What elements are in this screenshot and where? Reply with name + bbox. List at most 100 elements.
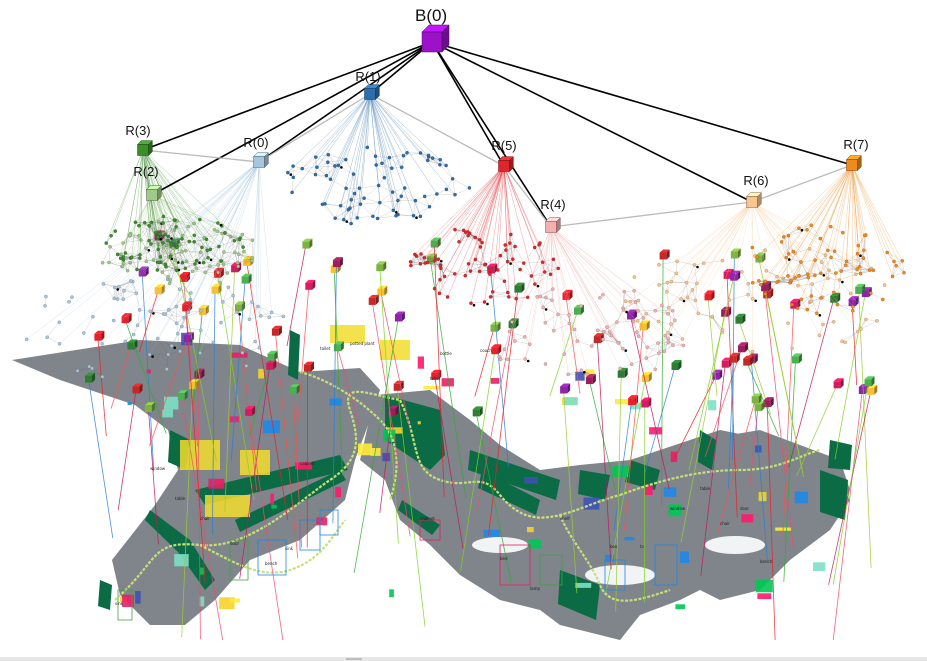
place-edge	[175, 226, 183, 239]
place-edge	[698, 313, 713, 317]
place-edge	[316, 165, 335, 168]
place-node	[632, 289, 636, 293]
agent-node	[536, 284, 540, 288]
place-edge	[343, 217, 358, 220]
place-node	[241, 245, 245, 249]
place-edge	[845, 265, 861, 274]
place-node	[194, 258, 199, 263]
place-node	[609, 333, 614, 338]
place-edge	[359, 185, 379, 189]
object-top	[121, 313, 132, 317]
place-edge	[227, 262, 238, 274]
object-side	[395, 405, 399, 416]
place-node	[433, 258, 437, 263]
place-edge	[505, 244, 508, 262]
room-node	[845, 155, 862, 172]
place-edge	[302, 167, 317, 169]
place-edge	[484, 264, 491, 275]
object-side	[648, 372, 652, 383]
object-front	[864, 379, 872, 387]
floor-object-block	[624, 537, 635, 541]
room-place-edge	[369, 93, 421, 217]
room-place-edge	[151, 194, 245, 252]
place-edge	[209, 265, 228, 274]
place-edge	[839, 274, 856, 281]
place-node	[444, 163, 448, 168]
place-edge	[428, 156, 440, 165]
room-node-front	[498, 160, 510, 172]
place-edge	[647, 347, 665, 352]
room-place-edge	[851, 164, 867, 236]
place-edge	[787, 261, 801, 276]
room-place-edge	[550, 226, 624, 349]
place-edge	[811, 295, 817, 314]
object-label: shelf	[560, 516, 570, 521]
place-node	[786, 274, 790, 278]
place-edge	[220, 252, 235, 262]
place-edge	[234, 238, 240, 253]
place-edge	[692, 289, 696, 301]
object-front	[867, 387, 875, 395]
room-place-edge	[481, 165, 505, 243]
room-place-edge	[524, 226, 552, 337]
place-node	[656, 319, 661, 324]
place-edge	[465, 259, 476, 276]
object-top	[305, 279, 316, 283]
place-edge	[655, 310, 668, 314]
object-label: door	[740, 506, 749, 511]
place-node	[840, 339, 844, 344]
object-link	[380, 292, 411, 431]
place-edge	[182, 260, 197, 263]
place-edge	[176, 289, 180, 307]
object-link	[275, 332, 299, 559]
place-edge	[591, 330, 598, 347]
place-edge	[657, 342, 674, 346]
object-node	[376, 261, 387, 272]
room-place-edge	[463, 165, 505, 231]
place-node	[167, 307, 171, 312]
place-edge	[427, 262, 441, 266]
place-node	[498, 253, 503, 258]
place-edge	[577, 340, 592, 347]
place-edge	[887, 252, 897, 266]
resize-handle[interactable]	[346, 658, 362, 660]
room-place-edge	[369, 93, 438, 195]
object-side	[205, 305, 209, 316]
place-edge	[523, 263, 532, 277]
place-node	[244, 364, 249, 368]
place-node	[351, 172, 356, 176]
object-side	[92, 372, 96, 383]
place-edge	[695, 283, 698, 301]
place-node	[176, 331, 180, 336]
room-place-edge	[630, 201, 753, 302]
room-place-edge	[845, 164, 853, 266]
room-place-edge	[110, 149, 144, 236]
object-label: chair	[720, 521, 730, 526]
place-node	[466, 262, 471, 266]
place-node	[189, 291, 193, 295]
place-edge	[222, 295, 234, 303]
object-node	[830, 292, 841, 303]
place-edge	[220, 260, 239, 267]
place-node	[158, 255, 163, 259]
room-place-edge	[550, 226, 601, 298]
place-node	[201, 260, 206, 265]
place-edge	[497, 255, 501, 271]
place-edge	[238, 257, 253, 267]
place-edge	[646, 351, 665, 359]
place-edge	[807, 260, 816, 275]
object-link	[239, 357, 272, 579]
room-place-edge	[200, 161, 260, 331]
place-edge	[812, 278, 829, 285]
place-node	[228, 234, 233, 239]
place-edge	[223, 252, 238, 263]
place-edge	[194, 239, 207, 242]
object-link	[88, 379, 114, 539]
place-node	[826, 276, 830, 281]
place-node	[805, 228, 809, 232]
place-edge	[500, 255, 513, 260]
room-place-edge	[550, 226, 608, 328]
place-edge	[220, 273, 228, 283]
object-front	[704, 293, 712, 301]
agent-node	[209, 258, 213, 262]
